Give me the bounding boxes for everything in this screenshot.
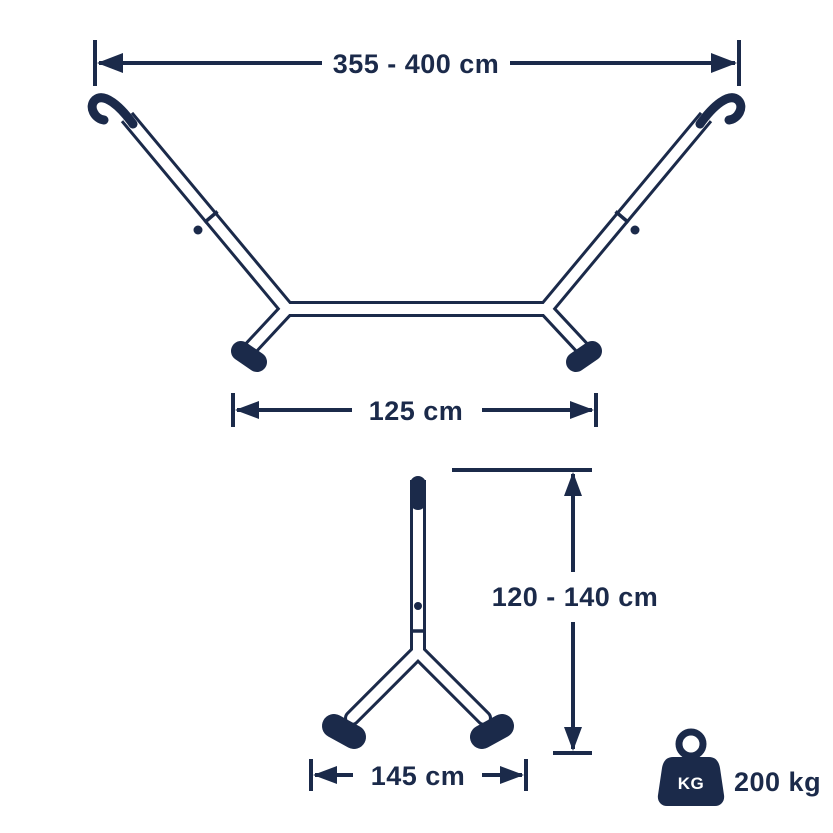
right-leg-inner — [413, 647, 489, 723]
arrowhead-up-icon — [564, 472, 582, 496]
left-leg-inner — [347, 647, 423, 723]
right-foot — [470, 714, 514, 749]
kettlebell-handle-icon — [675, 728, 707, 760]
arrowhead-right-icon — [500, 766, 524, 784]
left-arm-joint — [203, 210, 219, 224]
arrowhead-down-icon — [564, 727, 582, 751]
kettlebell-body-icon — [657, 757, 725, 806]
arrowhead-left-icon — [235, 401, 259, 419]
left-arm-inner — [123, 113, 292, 356]
hammock-stand-end-view — [322, 475, 514, 749]
left-foot — [322, 714, 366, 749]
height-measurement: 120 - 140 cm — [452, 468, 659, 755]
left-foot — [231, 341, 267, 372]
weight-capacity: KG 200 kg — [657, 728, 821, 806]
base-depth-measurement: 145 cm — [309, 759, 528, 791]
base-width-label: 125 cm — [369, 396, 464, 426]
arrowhead-right-icon — [570, 401, 594, 419]
max-load-label: 200 kg — [734, 767, 821, 797]
left-hook-icon — [87, 93, 138, 129]
base-depth-label: 145 cm — [371, 761, 466, 791]
total-width-measurement: 355 - 400 cm — [93, 40, 741, 86]
right-foot — [566, 341, 602, 372]
arrowhead-left-icon — [97, 53, 123, 73]
right-hook-icon — [695, 93, 746, 129]
hammock-stand-front-view — [87, 93, 746, 372]
arrowhead-left-icon — [313, 766, 337, 784]
left-adjuster-knob — [193, 225, 203, 235]
right-adjuster-knob — [630, 225, 640, 235]
right-arm-joint — [614, 210, 630, 224]
arrowhead-right-icon — [711, 53, 737, 73]
right-arm-inner — [541, 113, 710, 356]
post-adjust-hole — [414, 602, 422, 610]
total-width-label: 355 - 400 cm — [333, 49, 500, 79]
height-label: 120 - 140 cm — [492, 582, 659, 612]
kettlebell-kg-text: KG — [678, 774, 705, 793]
base-width-measurement: 125 cm — [231, 393, 598, 427]
